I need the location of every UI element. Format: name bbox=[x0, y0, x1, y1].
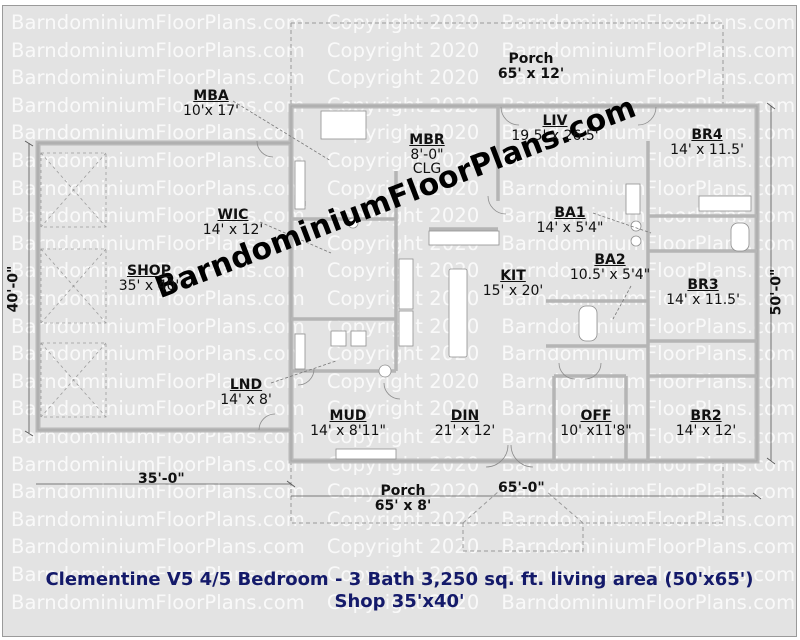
room-dim: 21' x 12' bbox=[434, 422, 496, 439]
room-dim: 10.5' x 5'4" bbox=[569, 266, 651, 283]
porch-bottom-name: Porch bbox=[380, 483, 426, 499]
room-dim: 10' x11'8" bbox=[560, 422, 632, 439]
room-name: BA1 bbox=[554, 205, 586, 221]
room-br4: BR4 14' x 11.5' bbox=[670, 128, 744, 157]
room-dim: 8'-0" bbox=[410, 146, 444, 163]
room-dim: 14' x 8' bbox=[220, 391, 272, 408]
shop-width-dimension: 35'-0" bbox=[138, 471, 185, 487]
room-dim: 14' x 8'11" bbox=[310, 422, 386, 439]
room-ba2: BA2 10.5' x 5'4" bbox=[570, 253, 650, 282]
room-liv: LIV 19.5' x 26.5' bbox=[511, 114, 598, 143]
porch-bottom-dim: 65' x 8' bbox=[374, 498, 432, 515]
room-mbr: MBR 8'-0" CLG bbox=[409, 133, 444, 177]
porch-bottom-label: Porch 65' x 8' bbox=[374, 483, 432, 515]
plan-caption-line1: Clementine V5 4/5 Bedroom - 3 Bath 3,250… bbox=[45, 569, 754, 590]
room-name: BR3 bbox=[687, 277, 719, 293]
room-ba1: BA1 14' x 5'4" bbox=[537, 206, 604, 235]
shop-height-dimension: 40'-0" bbox=[5, 265, 22, 313]
room-name: MUD bbox=[329, 408, 367, 424]
house-width-dimension: 65'-0" bbox=[498, 480, 545, 496]
plan-caption-line2: Shop 35'x40' bbox=[334, 591, 465, 612]
porch-top-name: Porch bbox=[508, 51, 554, 67]
floor-plan-drawing bbox=[24, 22, 776, 552]
room-br3: BR3 14' x 11.5' bbox=[666, 278, 740, 307]
room-dim: 14' x 11.5' bbox=[666, 291, 740, 308]
room-name: BR4 bbox=[691, 127, 723, 143]
room-name: KIT bbox=[500, 268, 526, 284]
porch-top-dim: 65' x 12' bbox=[497, 66, 565, 83]
room-br2: BR2 14' x 12' bbox=[676, 409, 737, 438]
room-name: MBR bbox=[409, 132, 445, 148]
room-name: MBA bbox=[193, 88, 229, 104]
room-dim: 14' x 11.5' bbox=[670, 141, 744, 158]
room-dim: 14' x 12' bbox=[675, 422, 737, 439]
room-dim: 14' x 5'4" bbox=[536, 219, 604, 236]
room-name: OFF bbox=[580, 408, 612, 424]
room-off: OFF 10' x11'8" bbox=[560, 409, 631, 438]
room-dim: 19.5' x 26.5' bbox=[511, 127, 599, 144]
room-kit: KIT 15' x 20' bbox=[483, 269, 544, 298]
room-wic: WIC 14' x 12' bbox=[203, 208, 264, 237]
room-name: SHOP bbox=[127, 263, 171, 279]
room-dim: 14' x 12' bbox=[202, 221, 264, 238]
room-dim: 15' x 20' bbox=[482, 282, 544, 299]
room-mba: MBA 10'x 17' bbox=[183, 89, 239, 118]
room-din: DIN 21' x 12' bbox=[435, 409, 496, 438]
room-name: BA2 bbox=[594, 252, 626, 268]
house-depth-dimension: 50'-0" bbox=[768, 268, 785, 316]
room-name: LIV bbox=[542, 113, 568, 129]
room-name: LND bbox=[229, 377, 263, 393]
room-name: WIC bbox=[217, 207, 249, 223]
room-note: CLG bbox=[412, 161, 442, 178]
room-mud: MUD 14' x 8'11" bbox=[310, 409, 386, 438]
room-name: DIN bbox=[450, 408, 480, 424]
room-dim: 10'x 17' bbox=[182, 102, 240, 119]
room-lnd: LND 14' x 8' bbox=[220, 378, 272, 407]
room-name: BR2 bbox=[690, 408, 722, 424]
room-shop: SHOP 35' x 40' bbox=[119, 264, 180, 293]
porch-top-label: Porch 65' x 12' bbox=[497, 51, 565, 83]
room-dim: 35' x 40' bbox=[118, 277, 180, 294]
